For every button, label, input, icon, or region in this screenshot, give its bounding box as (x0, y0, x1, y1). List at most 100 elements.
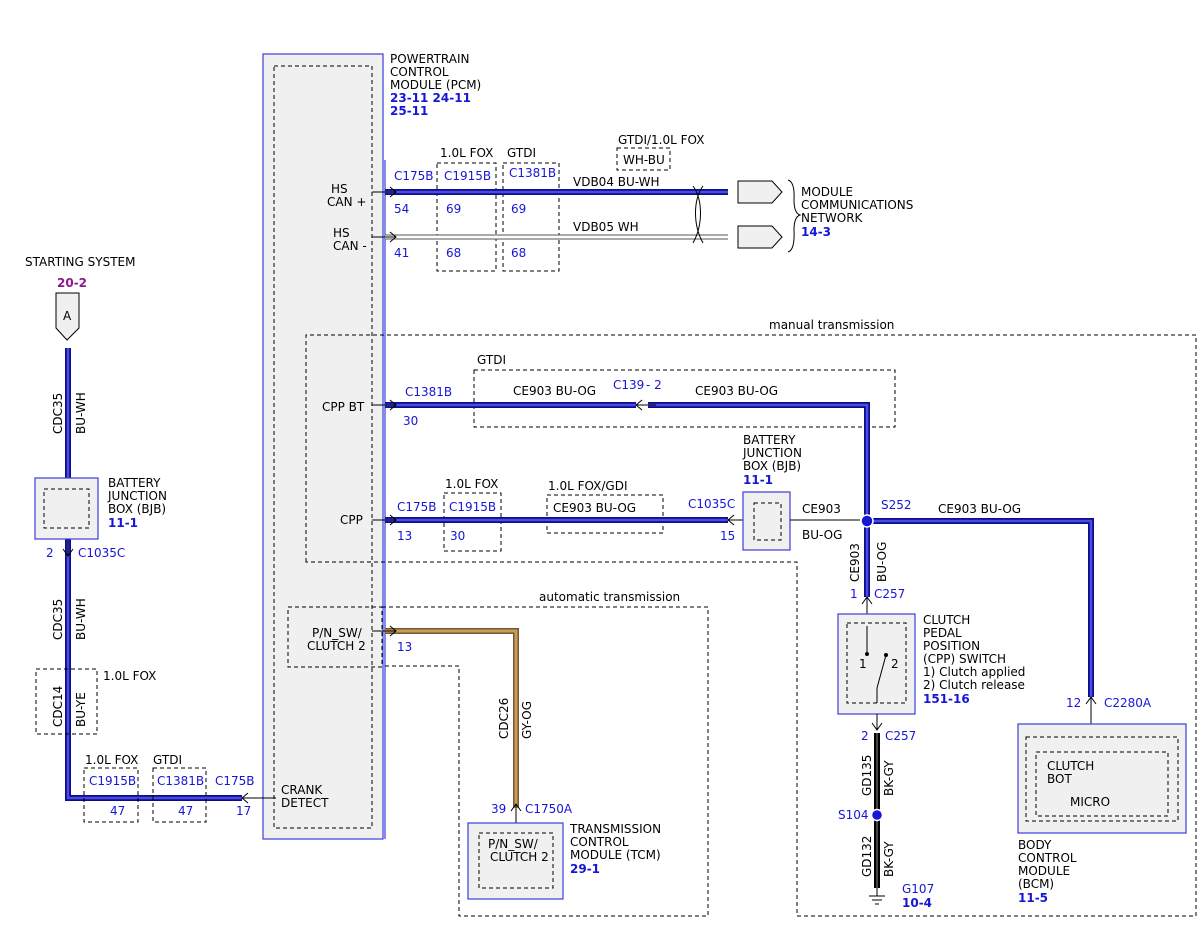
manual-transmission-label: manual transmission (769, 318, 894, 332)
cpp-bt-c1381b[interactable]: C1381B (405, 385, 452, 399)
can-pin68a: 68 (446, 246, 461, 260)
tcm-name-2: CONTROL (570, 835, 629, 849)
cpp-fox-label: 1.0L FOX (445, 477, 498, 491)
left-c1035c[interactable]: C1035C (78, 546, 125, 560)
pcm-name-1: POWERTRAIN (390, 52, 470, 66)
pn-wire-b: GY-OG (520, 701, 534, 739)
pcm-ref-1[interactable]: 23-11 24-11 (390, 91, 471, 105)
pcm-pin-hs-can-p-2: CAN + (327, 195, 366, 209)
cppsw-pin1: 1 (850, 587, 858, 601)
cppsw-name-4: (CPP) SWITCH (923, 652, 1006, 666)
can-wire2-label: VDB05 WH (573, 220, 639, 234)
can-option-label: GTDI/1.0L FOX (618, 133, 704, 147)
can-gtdi-label: GTDI (507, 146, 536, 160)
can-c1915b[interactable]: C1915B (444, 169, 491, 183)
left-p47a: 47 (110, 804, 125, 818)
pn-c1750a[interactable]: C1750A (525, 802, 573, 816)
can-c1381b[interactable]: C1381B (509, 166, 556, 180)
can-wire1-label: VDB04 BU-WH (573, 175, 660, 189)
mcn-ref[interactable]: 14-3 (801, 225, 831, 239)
cpp-bt-c139[interactable]: C139 (613, 378, 644, 392)
left-c1381b[interactable]: C1381B (157, 774, 204, 788)
tcm-inner-1: P/N_SW/ (488, 837, 539, 851)
left-c175b[interactable]: C175B (215, 774, 255, 788)
s252-splice[interactable] (860, 514, 874, 528)
left-wire1-a: CDC35 (51, 393, 65, 434)
starting-connector-icon[interactable] (55, 292, 80, 341)
pcm-name-2: CONTROL (390, 65, 449, 79)
left-fox-label: 1.0L FOX (103, 669, 156, 683)
tcm-ref[interactable]: 29-1 (570, 862, 600, 876)
pcm-name-3: MODULE (PCM) (390, 78, 481, 92)
left-wire3-b: BU-YE (74, 692, 88, 727)
left-pin2: 2 (46, 546, 54, 560)
can-fox-label: 1.0L FOX (440, 146, 493, 160)
bjb-right-wire-a: CE903 (802, 502, 841, 516)
s104-splice[interactable] (870, 808, 884, 822)
cppsw-name-2: PEDAL (923, 626, 962, 640)
bcm-ref[interactable]: 11-5 (1018, 891, 1048, 905)
can-pin69a: 69 (446, 202, 461, 216)
starting-connector-label: A (63, 309, 72, 323)
manual-transmission-region (305, 334, 1197, 917)
cppsw-wire-b: BU-OG (875, 542, 889, 582)
s252-label: S252 (881, 498, 912, 512)
tcm-name-3: MODULE (TCM) (570, 848, 661, 862)
left-gtdi-label: GTDI (153, 753, 182, 767)
network-connector-icon-1[interactable] (737, 180, 783, 204)
bjb-right-name-3: BOX (BJB) (743, 459, 801, 473)
left-main-wire[interactable] (65, 348, 242, 801)
bcm-c2280a[interactable]: C2280A (1104, 696, 1152, 710)
cpp-pin15: 15 (720, 529, 735, 543)
bjb-left-ref[interactable]: 11-1 (108, 516, 138, 530)
cppsw-ref[interactable]: 151-16 (923, 692, 970, 706)
automatic-transmission-label: automatic transmission (539, 590, 680, 604)
bjb-right-box[interactable] (742, 491, 791, 551)
bcm-inner-2: BOT (1047, 772, 1072, 786)
can-pin68b: 68 (511, 246, 526, 260)
pcm-pin-hs-can-m-2: CAN - (333, 239, 367, 253)
network-connector-icon-2[interactable] (737, 225, 783, 249)
left-p17: 17 (236, 804, 251, 818)
cpp-c1035c[interactable]: C1035C (688, 497, 735, 511)
mcn-name-2: COMMUNICATIONS (801, 198, 913, 212)
bjb-left-box[interactable] (34, 477, 99, 540)
bcm-name-1: BODY (1018, 838, 1052, 852)
pcm-ref-2[interactable]: 25-11 (390, 104, 428, 118)
pcm-pin-crank-2: DETECT (281, 796, 329, 810)
starting-system-ref[interactable]: 20-2 (57, 276, 87, 290)
pn-pin13: 13 (397, 640, 412, 654)
gnd-wire1-b: BK-GY (882, 760, 896, 796)
left-c1915b[interactable]: C1915B (89, 774, 136, 788)
mcn-name-1: MODULE (801, 185, 853, 199)
can-option-wire: WH-BU (623, 153, 665, 167)
bcm-inner-1: CLUTCH (1047, 759, 1094, 773)
tcm-name-1: TRANSMISSION (569, 822, 661, 836)
g107-ref[interactable]: 10-4 (902, 896, 932, 910)
automatic-transmission-region (382, 606, 709, 917)
can-pin41: 41 (394, 246, 409, 260)
bcm-name-4: (BCM) (1018, 877, 1054, 891)
cppsw-name-3: POSITION (923, 639, 980, 653)
cpp-c1915b[interactable]: C1915B (449, 500, 496, 514)
cpp-bt-c139-pin: - 2 (646, 378, 662, 392)
left-fox2-label: 1.0L FOX (85, 753, 138, 767)
pcm-pin-pn-1: P/N_SW/ (312, 626, 363, 640)
pcm-pin-cpp-bt: CPP BT (322, 400, 365, 414)
can-c175b[interactable]: C175B (394, 169, 434, 183)
pcm-module-box[interactable] (262, 53, 384, 840)
ground-icon (869, 888, 885, 905)
bjb-right-ref[interactable]: 11-1 (743, 473, 773, 487)
cppsw-name-5: 1) Clutch applied (923, 665, 1025, 679)
cppsw-c257b[interactable]: C257 (885, 729, 916, 743)
bjb-left-name-3: BOX (BJB) (108, 502, 166, 516)
g107-label: G107 (902, 882, 934, 896)
cppsw-wire-a: CE903 (848, 543, 862, 582)
cpp-c175b[interactable]: C175B (397, 500, 437, 514)
cpp-pin30: 30 (450, 529, 465, 543)
pcm-pin-hs-can-m-1: HS (333, 226, 350, 240)
cppsw-c257[interactable]: C257 (874, 587, 905, 601)
cpp-bt-gtdi-label: GTDI (477, 353, 506, 367)
cpp-wire-label: CE903 BU-OG (553, 501, 636, 515)
